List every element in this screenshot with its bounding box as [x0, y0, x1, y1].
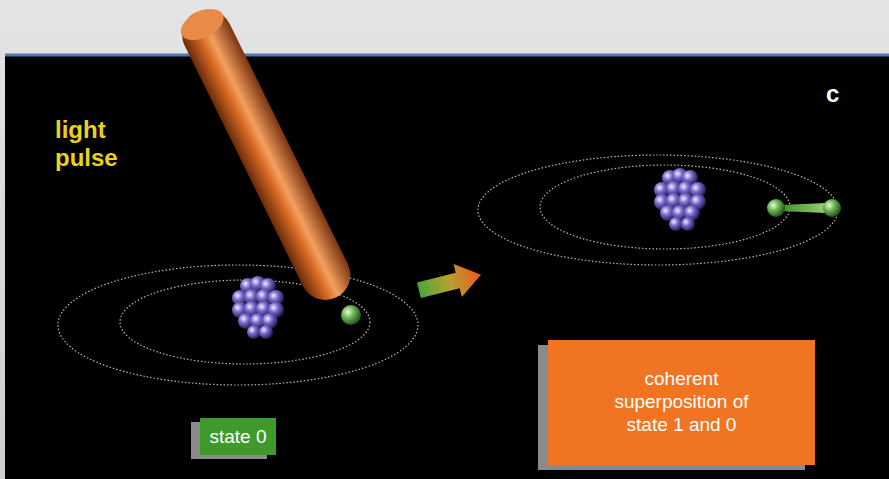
- box-text: coherent superposition of state 1 and 0: [597, 368, 767, 436]
- electron: [341, 305, 361, 325]
- inner-orbit: [540, 165, 790, 249]
- transition-arrow: [415, 258, 485, 306]
- box-text: state 0: [209, 426, 266, 448]
- superposition-bar: [780, 203, 826, 213]
- beam-label: light pulse: [55, 116, 135, 171]
- superposition-box: coherent superposition of state 1 and 0: [548, 340, 815, 465]
- dark-panel: [5, 55, 889, 479]
- outer-orbit: [478, 155, 838, 265]
- right-atom: [478, 155, 841, 265]
- panel-edge: [5, 54, 889, 57]
- left-atom: [58, 265, 418, 385]
- electron: [823, 199, 841, 217]
- outer-orbit: [58, 265, 418, 385]
- panel-letter: c: [826, 80, 839, 108]
- electron: [767, 199, 785, 217]
- state-box: state 0: [200, 418, 276, 455]
- light-beam: [174, 1, 359, 308]
- nucleus: [232, 276, 284, 339]
- nucleus: [654, 168, 706, 231]
